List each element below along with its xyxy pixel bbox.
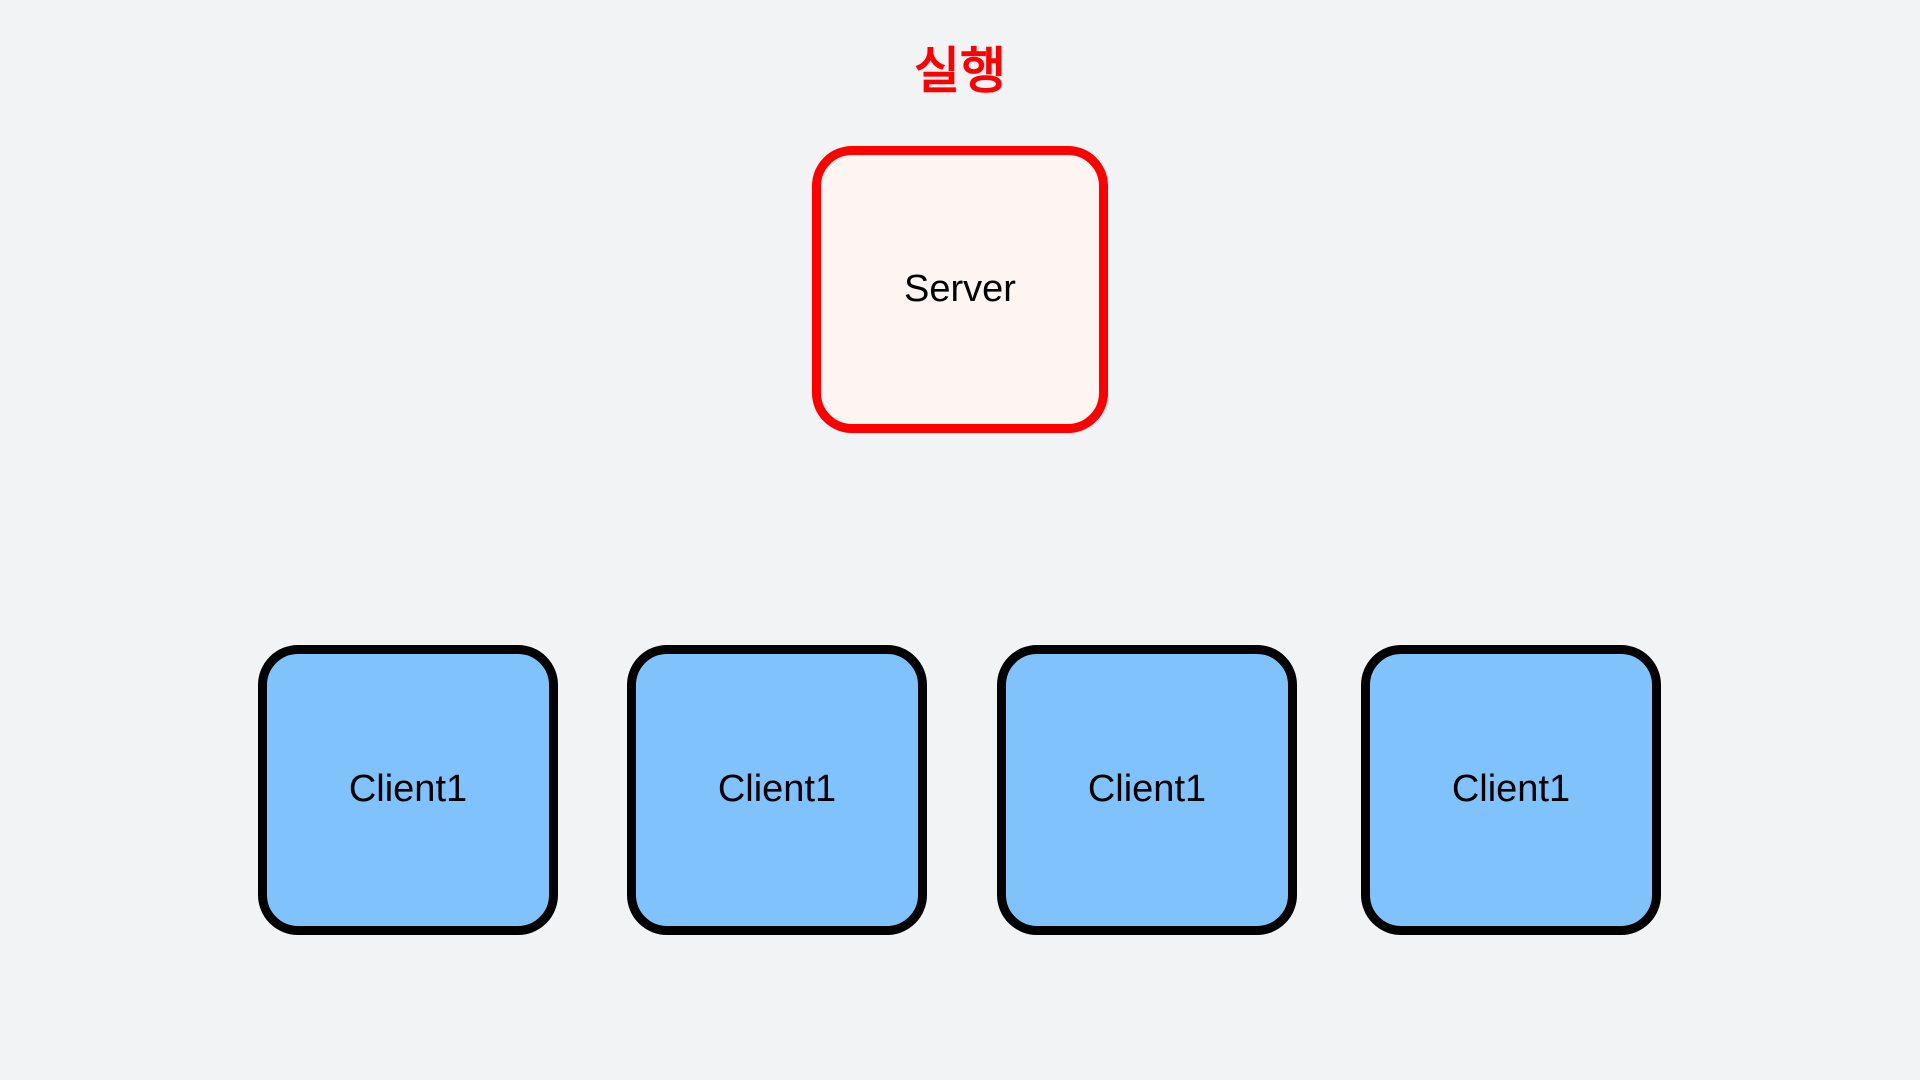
client-node-1-label: Client1 (348, 768, 468, 811)
run-annotation-label: 실행 (914, 43, 1006, 99)
server-node-label: Server (904, 267, 1016, 310)
client-node-3-label: Client1 (1087, 768, 1207, 811)
client-node-4-label: Client1 (1451, 768, 1571, 811)
client-node-1[interactable]: Client1 (258, 645, 558, 935)
client-node-4[interactable]: Client1 (1361, 645, 1661, 935)
client-node-3[interactable]: Client1 (997, 645, 1297, 935)
client-node-2[interactable]: Client1 (627, 645, 927, 935)
client-node-2-label: Client1 (717, 768, 837, 811)
server-node[interactable]: Server (812, 146, 1108, 433)
